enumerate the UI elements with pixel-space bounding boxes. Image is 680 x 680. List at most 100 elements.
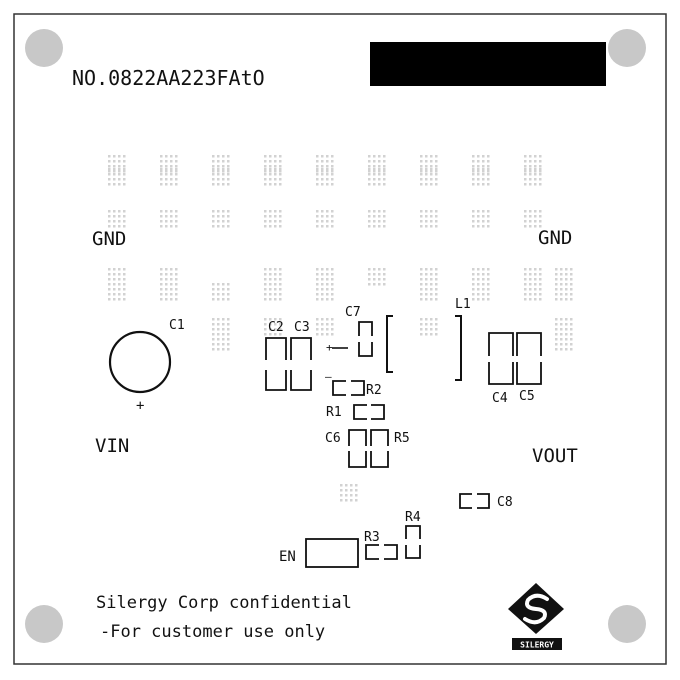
via: [227, 165, 230, 168]
via: [227, 160, 230, 163]
via: [175, 268, 178, 271]
via: [227, 288, 230, 291]
via: [383, 165, 386, 168]
via: [274, 318, 277, 321]
via: [217, 178, 220, 181]
via: [340, 499, 343, 502]
via: [108, 168, 111, 171]
via: [222, 328, 225, 331]
via: [378, 273, 381, 276]
via: [123, 170, 126, 173]
via: [160, 210, 163, 213]
via: [482, 225, 485, 228]
via: [264, 288, 267, 291]
via: [316, 328, 319, 331]
via: [482, 168, 485, 171]
via: [316, 268, 319, 271]
via: [539, 278, 542, 281]
via: [425, 160, 428, 163]
via: [435, 220, 438, 223]
via: [383, 183, 386, 186]
via: [368, 183, 371, 186]
via: [269, 328, 272, 331]
via: [175, 220, 178, 223]
via: [316, 178, 319, 181]
via: [212, 215, 215, 218]
via: [118, 183, 121, 186]
via: [274, 168, 277, 171]
via: [160, 220, 163, 223]
via: [269, 333, 272, 336]
via: [269, 165, 272, 168]
via: [165, 155, 168, 158]
via: [165, 288, 168, 291]
via: [539, 173, 542, 176]
via: [529, 183, 532, 186]
via: [565, 268, 568, 271]
via: [560, 283, 563, 286]
via: [170, 155, 173, 158]
via: [165, 283, 168, 286]
via: [279, 278, 282, 281]
via: [355, 494, 358, 497]
via: [264, 298, 267, 301]
via: [331, 333, 334, 336]
via: [160, 173, 163, 176]
via: [165, 293, 168, 296]
via: [222, 225, 225, 228]
via: [326, 173, 329, 176]
via: [269, 220, 272, 223]
via: [350, 499, 353, 502]
via: [430, 173, 433, 176]
via: [170, 288, 173, 291]
via: [420, 225, 423, 228]
via: [560, 348, 563, 351]
via: [274, 173, 277, 176]
r3-label: R3: [364, 530, 380, 545]
via: [534, 165, 537, 168]
via: [555, 343, 558, 346]
via: [264, 173, 267, 176]
via: [212, 318, 215, 321]
via: [378, 283, 381, 286]
via: [560, 288, 563, 291]
via: [264, 273, 267, 276]
component-l1: L1: [455, 297, 471, 381]
c5-label: C5: [519, 389, 535, 404]
via: [175, 165, 178, 168]
via: [212, 328, 215, 331]
via: [227, 348, 230, 351]
via: [482, 210, 485, 213]
via: [175, 215, 178, 218]
via: [160, 298, 163, 301]
via: [534, 155, 537, 158]
via: [274, 283, 277, 286]
via: [539, 165, 542, 168]
via: [212, 343, 215, 346]
via: [212, 348, 215, 351]
via: [118, 160, 121, 163]
via: [326, 165, 329, 168]
via: [534, 288, 537, 291]
via: [269, 293, 272, 296]
via: [555, 283, 558, 286]
via: [378, 160, 381, 163]
via: [435, 215, 438, 218]
via: [274, 155, 277, 158]
via: [160, 268, 163, 271]
via: [264, 333, 267, 336]
via: [222, 323, 225, 326]
pad-label-gnd-left: GND: [92, 228, 126, 250]
via: [274, 298, 277, 301]
via: [529, 160, 532, 163]
via: [212, 220, 215, 223]
via: [539, 298, 542, 301]
via: [420, 328, 423, 331]
via: [368, 170, 371, 173]
via: [264, 328, 267, 331]
via: [331, 288, 334, 291]
via: [565, 318, 568, 321]
via: [269, 170, 272, 173]
c7-plus-mark: +: [326, 341, 333, 354]
via: [113, 160, 116, 163]
